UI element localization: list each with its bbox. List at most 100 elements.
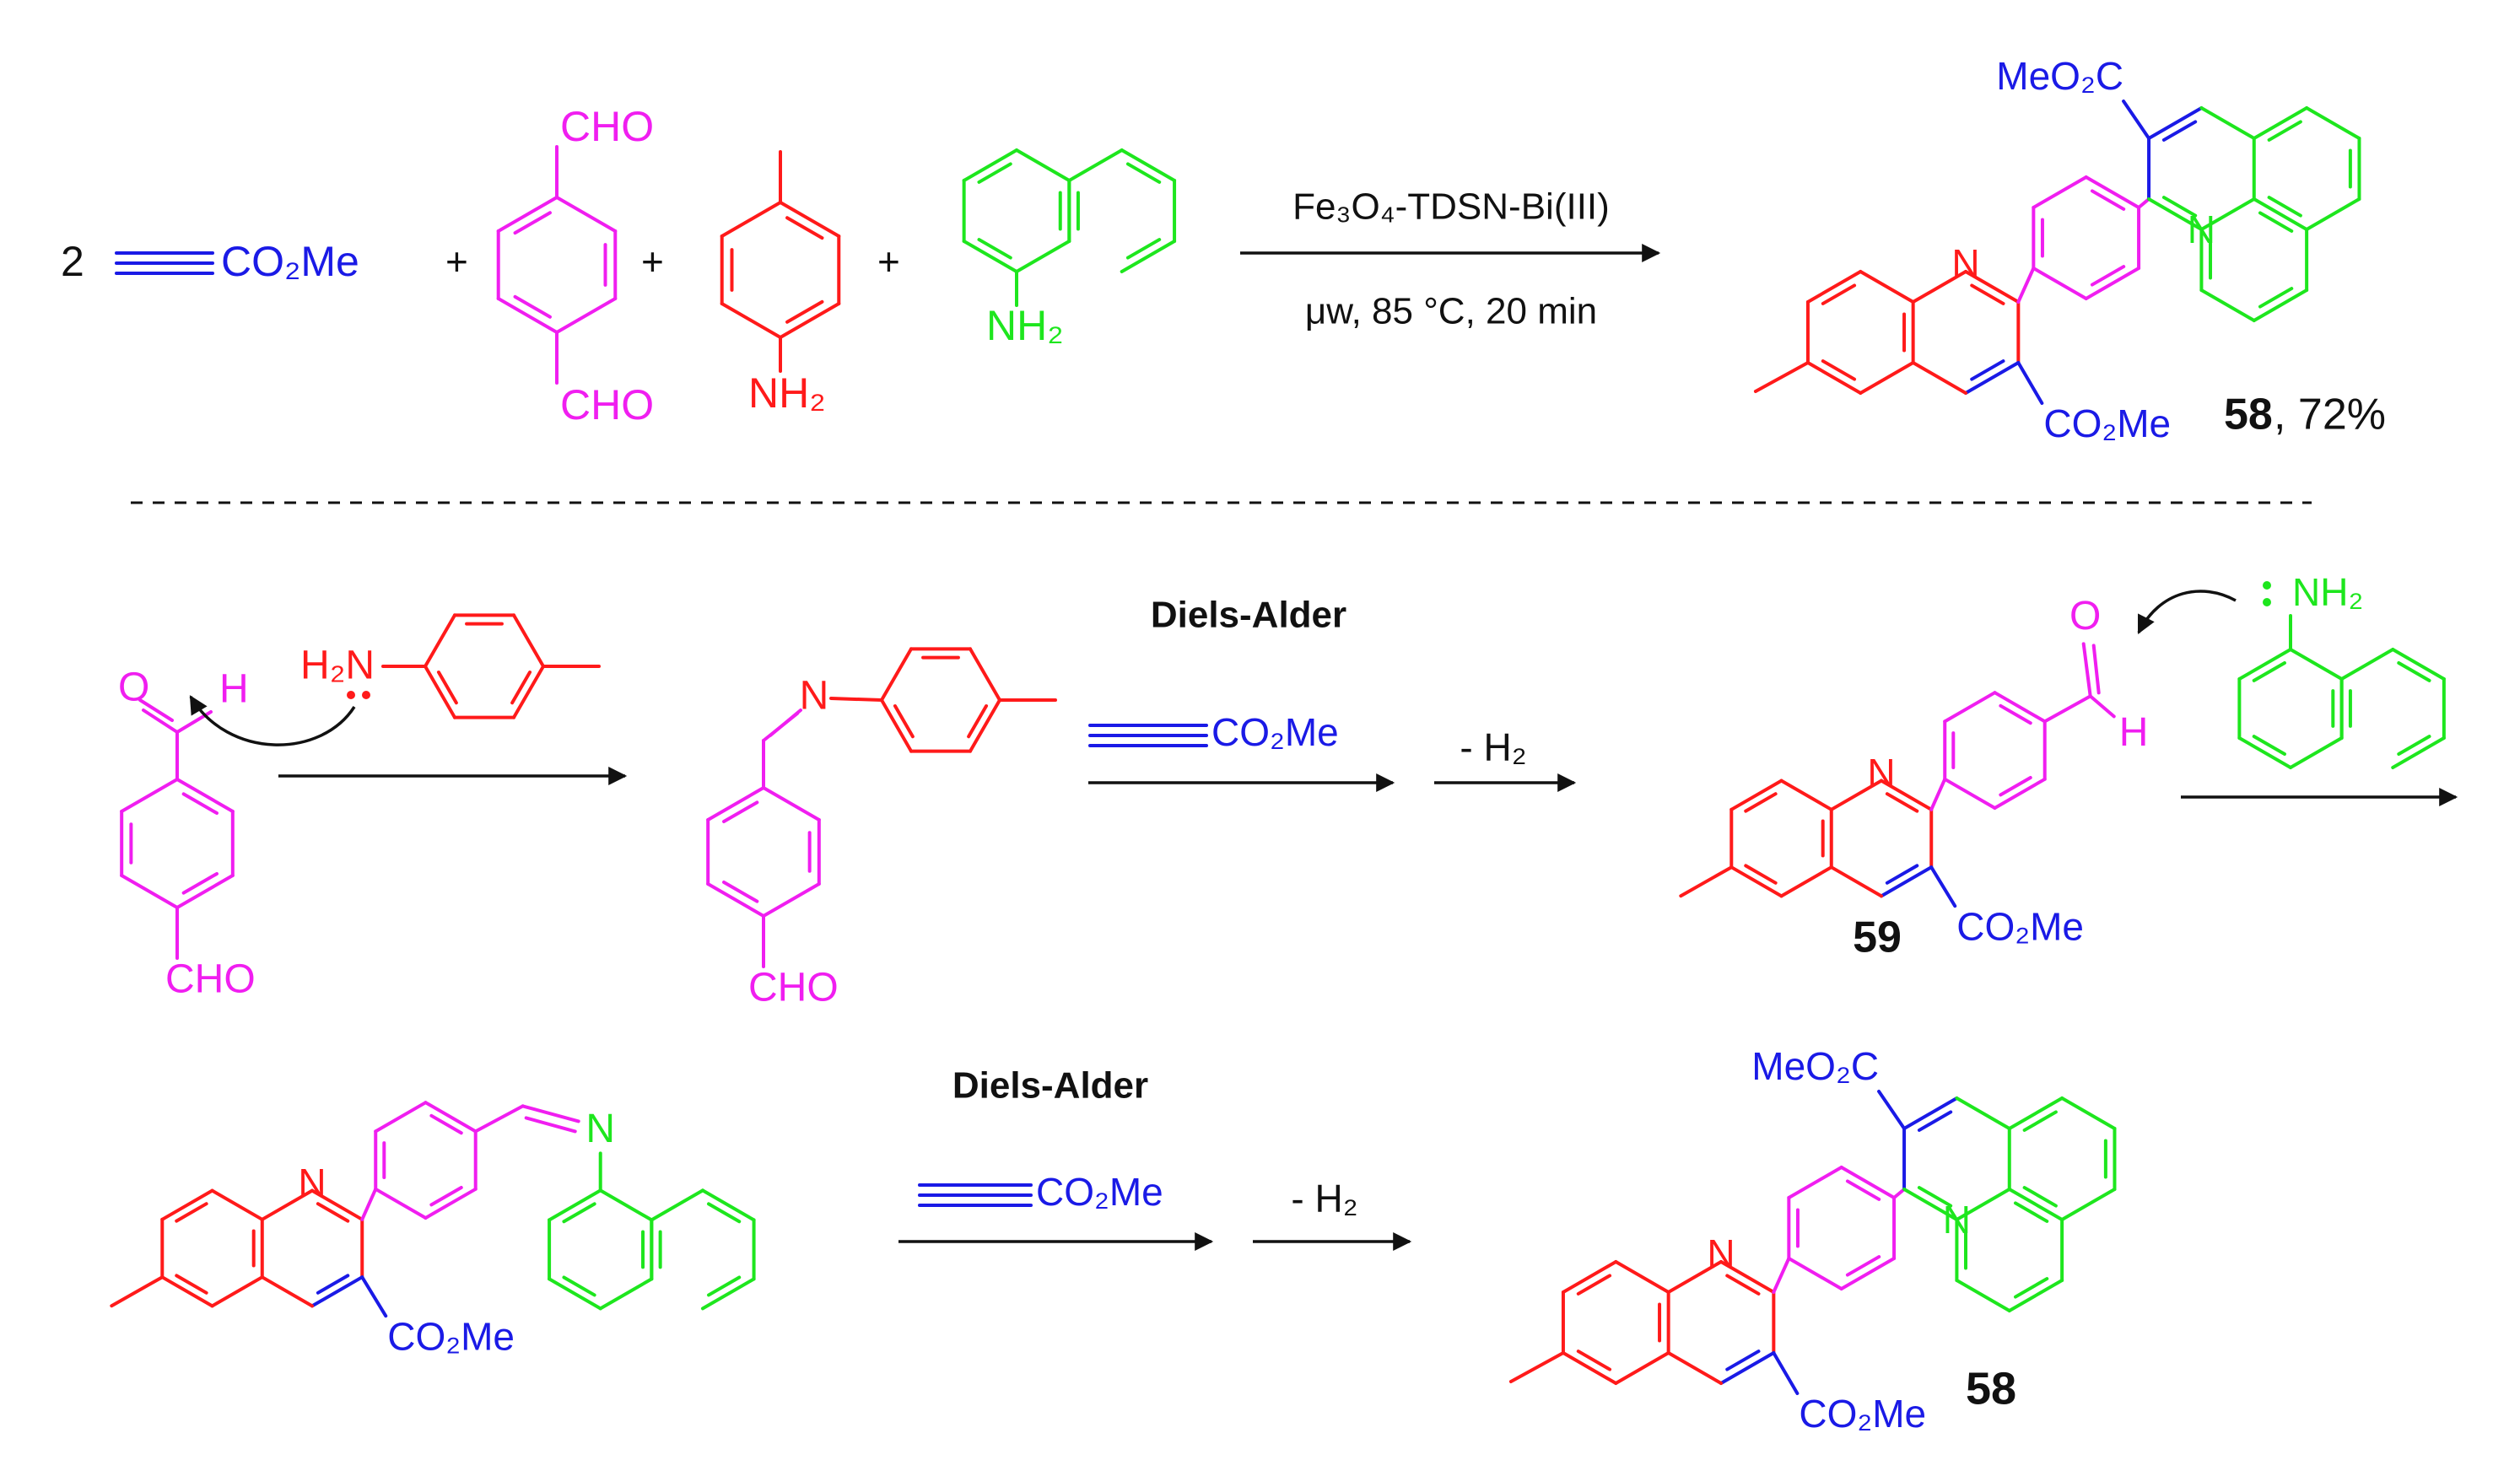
- naphthylamine-ring: [2339, 648, 2395, 681]
- quinoline-nitrogen: N: [298, 1161, 326, 1204]
- benzo-ring: [2007, 1188, 2064, 1221]
- naphthylamine-ring: [2237, 736, 2292, 769]
- carbonyl-carbon-bond: [2042, 694, 2092, 724]
- phenylene-ring: [1993, 777, 2047, 810]
- double-bond: [1576, 1350, 1612, 1371]
- phenylene-ring: [1839, 1257, 1897, 1290]
- ester-bond: [360, 1275, 388, 1318]
- toluidine-ring: [424, 665, 456, 719]
- quinoline-benzo-ring: [160, 1188, 214, 1221]
- carbonyl-bond: [2081, 642, 2092, 698]
- double-bond: [2161, 120, 2198, 142]
- double-bond: [1970, 359, 2005, 381]
- toluidine-ring: [512, 613, 545, 668]
- cho-label: CHO: [748, 966, 839, 1010]
- compound-number-58: 58: [1966, 1363, 2016, 1414]
- pyridine-bond: [1955, 1188, 2011, 1221]
- double-bond: [1917, 1186, 1953, 1208]
- double-bond: [429, 1185, 463, 1207]
- imine-nitrogen: N: [800, 674, 829, 719]
- lone-pair-dot: [2263, 581, 2271, 590]
- double-bond: [1744, 864, 1778, 885]
- conditions-label: μw, 85 °C, 20 min: [1305, 291, 1597, 332]
- carbonyl-oxygen: O: [2069, 594, 2101, 638]
- aldehyde-h: H: [219, 667, 249, 712]
- toluidine-ring: [969, 698, 1001, 753]
- aryl-link: [1772, 1257, 1791, 1294]
- pyridine-bond: [2147, 197, 2204, 231]
- phenylene-ring: [424, 1101, 478, 1134]
- naphthyl-ring: [700, 1188, 756, 1222]
- naphthylamine-ring: [2289, 736, 2344, 769]
- lone-pair-dot: [2263, 598, 2271, 606]
- bond: [1880, 778, 1934, 811]
- nucleophilic-attack-arrow: [189, 695, 356, 746]
- double-bond: [1725, 1350, 1761, 1371]
- quinoline-benzo-ring: [1779, 865, 1833, 898]
- n-aryl-bond: [829, 697, 883, 702]
- aldehyde-ring: [175, 778, 235, 813]
- minus-h2-label: - H₂: [1460, 725, 1526, 769]
- double-bond: [2397, 735, 2431, 757]
- quinoline-benzo-ring: [210, 1275, 264, 1308]
- ester-bottom-label: CO₂Me: [1799, 1392, 1926, 1436]
- double-bond: [2252, 735, 2286, 757]
- ester-bond: [2122, 100, 2151, 140]
- naphthylamine-ring: [2391, 648, 2446, 681]
- phenylene-ring: [374, 1101, 428, 1134]
- bond-layer: [110, 100, 2446, 1395]
- pyridine-bond: [1902, 1096, 1959, 1130]
- benzo-ring: [2252, 288, 2309, 322]
- bond: [260, 1188, 314, 1221]
- double-bond: [2258, 287, 2294, 309]
- quinoline-benzo-ring: [1805, 361, 1863, 395]
- catalyst-label: Fe₃O₄-TDSN-Bi(III): [1292, 186, 1610, 228]
- naphthyl-ring: [548, 1277, 602, 1311]
- carbonyl-bond: [142, 708, 179, 734]
- alkyne-label: CO₂Me: [1036, 1170, 1163, 1214]
- terephthalaldehyde-ring: [555, 297, 618, 334]
- pyridine-bond: [1666, 1260, 1723, 1294]
- pyridine-bond: [2199, 106, 2256, 140]
- double-bond: [181, 792, 219, 816]
- methyl-bond: [1753, 361, 1810, 393]
- bond: [1829, 865, 1883, 898]
- bond: [260, 1275, 314, 1308]
- naphthyl-ring: [650, 1188, 704, 1222]
- benzo-ring: [1955, 1279, 2011, 1312]
- pyridine-bond: [1719, 1260, 1776, 1294]
- terephthalaldehyde-ring: [496, 297, 559, 334]
- naphthylamine-ring: [1015, 240, 1071, 273]
- double-bond: [1999, 703, 2032, 725]
- double-bond: [1125, 238, 1162, 260]
- benzo-ring: [2252, 106, 2309, 140]
- double-bond: [562, 1202, 596, 1224]
- phenylene-ring: [1993, 691, 2047, 724]
- aldehyde-ring: [120, 778, 179, 813]
- double-bond: [706, 1202, 742, 1224]
- minus-h2-label: - H₂: [1291, 1177, 1357, 1220]
- double-bond: [977, 238, 1012, 260]
- double-bond: [2022, 1110, 2058, 1132]
- double-bond: [181, 871, 219, 895]
- double-bond: [977, 162, 1012, 184]
- phenylene-ring: [374, 1187, 428, 1220]
- ester-label: CO₂Me: [387, 1314, 515, 1358]
- imine-bond: [524, 1116, 577, 1134]
- plus-sign: +: [641, 240, 664, 283]
- naphthylamine-ring: [2391, 736, 2446, 769]
- quinoline-nitrogen: N: [1951, 241, 1979, 285]
- carbonyl-oxygen: O: [118, 665, 149, 710]
- double-bond: [436, 671, 458, 705]
- naphthylamine-ring: [1120, 148, 1177, 182]
- benzo-ring: [2007, 1096, 2064, 1130]
- compound-number-58: 58: [2224, 391, 2273, 439]
- benzylic-bond: [473, 1104, 525, 1134]
- double-bond: [1744, 792, 1778, 813]
- phenylene-ring: [424, 1187, 478, 1220]
- aldehyde-h: H: [2119, 710, 2149, 755]
- quinoline-benzo-ring: [1614, 1260, 1670, 1294]
- bond: [1829, 778, 1883, 811]
- quinoline-nitrogen: N: [1707, 1231, 1735, 1275]
- phenylene-ring: [1943, 777, 1997, 810]
